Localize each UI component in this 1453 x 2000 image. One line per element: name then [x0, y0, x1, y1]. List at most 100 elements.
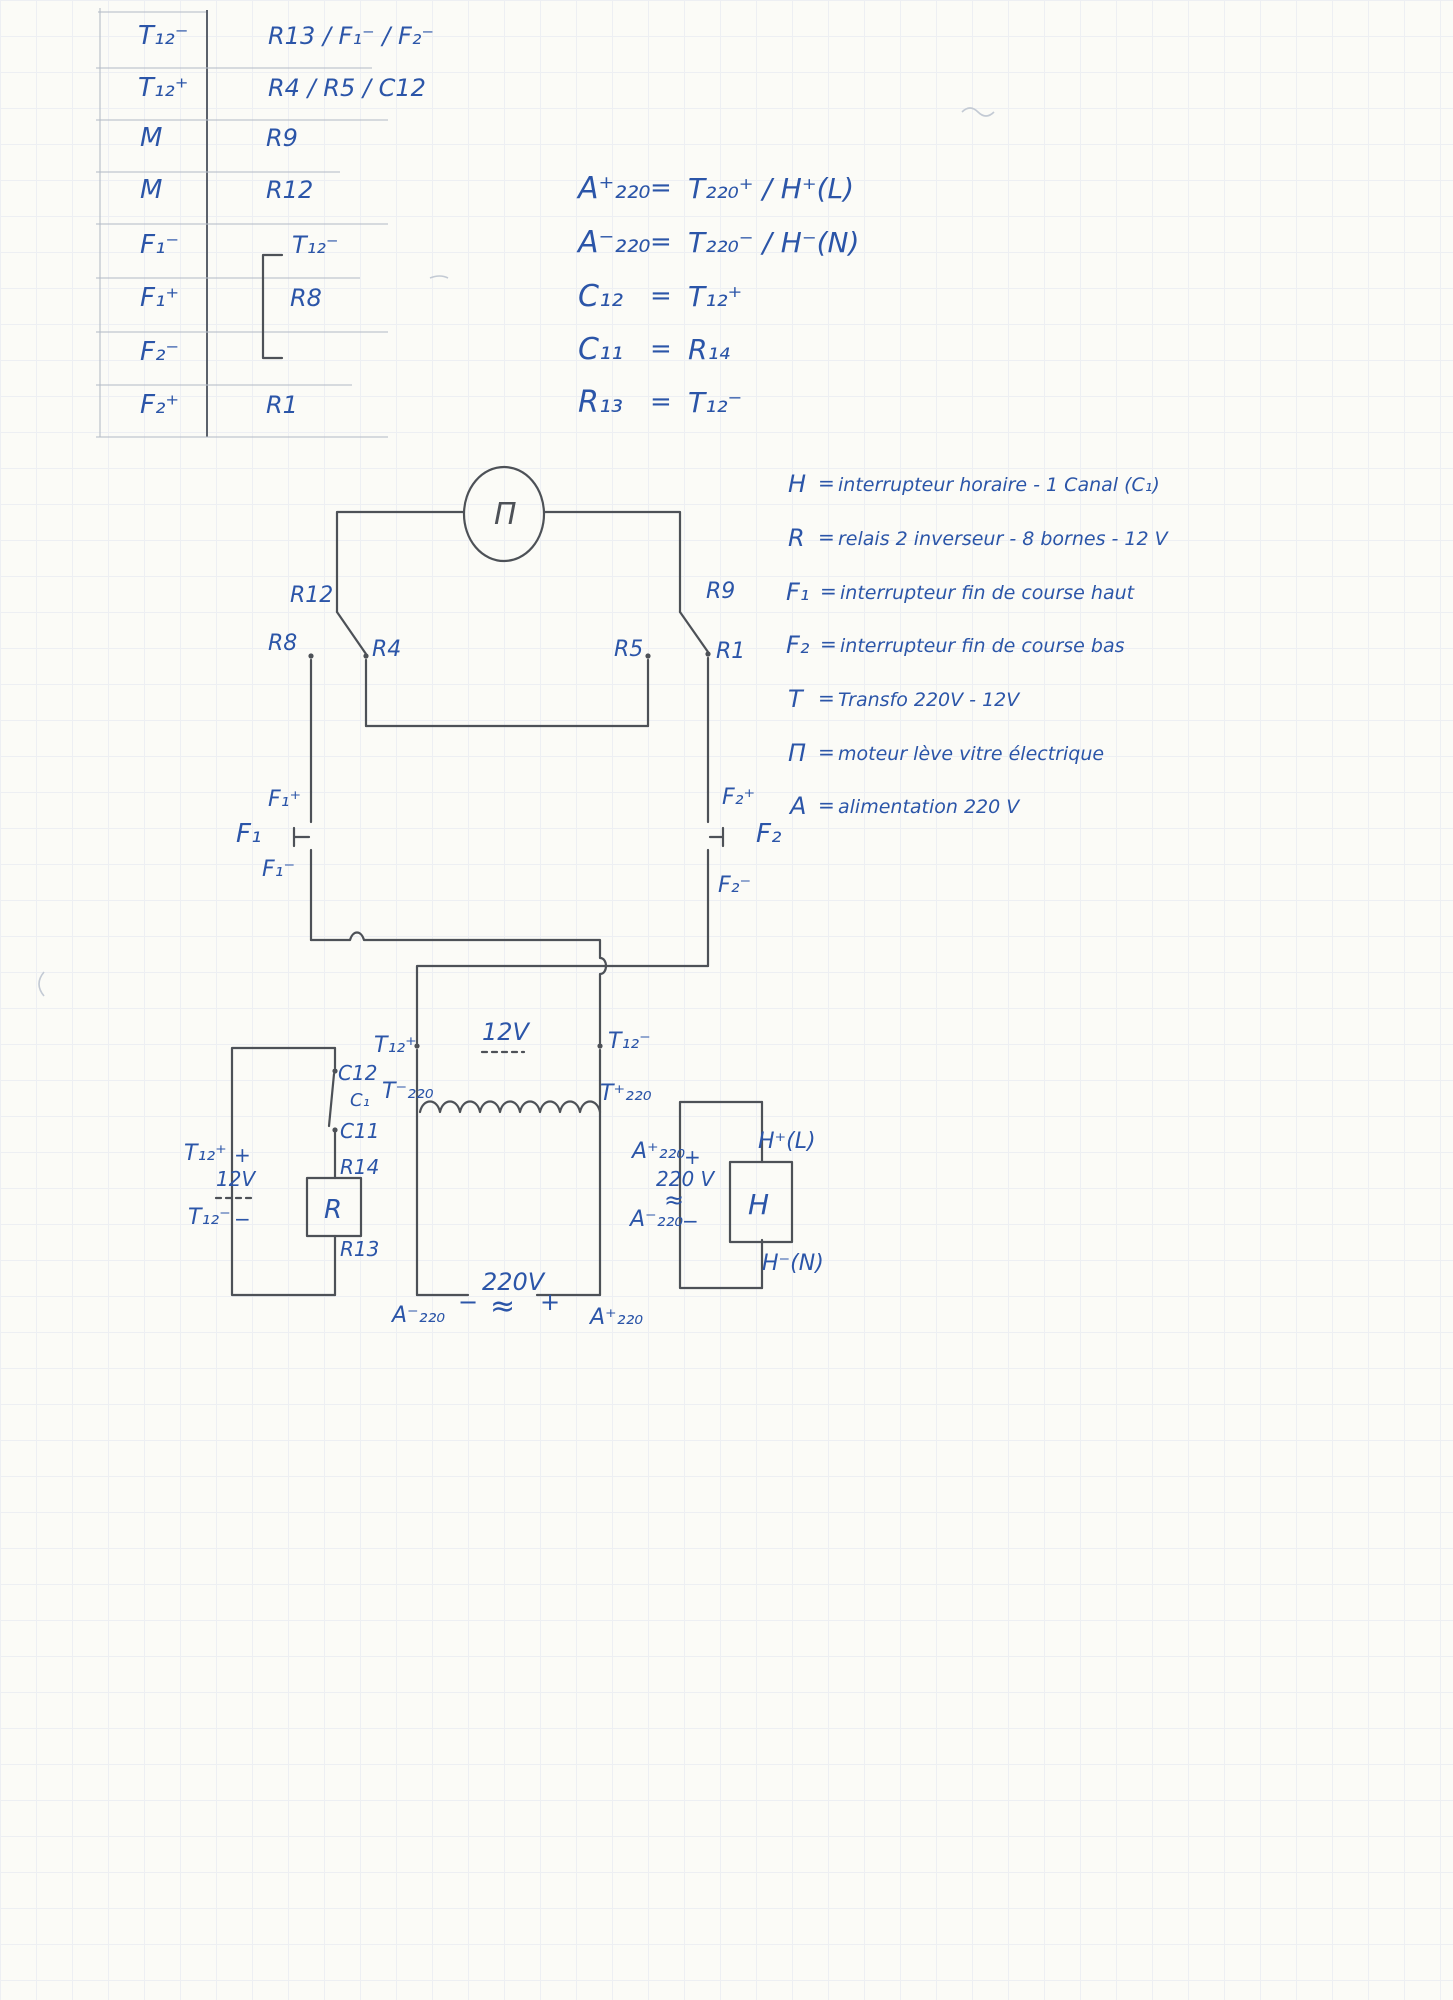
label-h-220v: 220 V [656, 1167, 716, 1191]
minus-sign: − [458, 1288, 478, 1316]
wire-f2-to-t12plus [415, 964, 710, 1045]
equation-lhs: C₁₂ [578, 279, 623, 314]
label-12v: 12V [482, 1018, 531, 1046]
table-row-left: T₁₂⁺ [138, 73, 188, 103]
h-circuit: A⁺₂₂₀ + 220 V ≈ A⁻₂₂₀ − H H⁺(L) H⁻(N) [628, 1100, 824, 1290]
equals-sign: = [818, 471, 835, 495]
h-box [728, 1160, 794, 1244]
table-row-left: F₂⁻ [140, 337, 179, 367]
table-row-right: R12 [266, 176, 313, 204]
equals-sign: = [650, 334, 672, 364]
switch-f2-bar [708, 826, 725, 848]
legend-text: interrupteur fin de course bas [840, 635, 1125, 657]
relay-circuit: C12 C₁ C11 R14 R R13 T₁₂⁺ + 12V T₁₂⁻ − [184, 1046, 379, 1297]
equation-rhs: T₁₂⁻ [688, 386, 742, 419]
equals-sign: = [818, 793, 835, 817]
label-f2-plus: F₂⁺ [722, 785, 755, 810]
node-r5 [645, 653, 651, 659]
table-row-right: T₁₂⁻ [292, 231, 339, 259]
plus-sign: + [684, 1145, 701, 1169]
plus-sign: + [234, 1143, 251, 1167]
equals-sign: = [650, 281, 672, 311]
label-h-plus-l: H⁺(L) [758, 1129, 816, 1154]
h-loop [678, 1100, 764, 1290]
reference-table: T₁₂⁻ T₁₂⁺ M M F₁⁻ F₁⁺ F₂⁻ F₂⁺ R13 / F₁⁻ … [96, 8, 434, 438]
table-row-right: R13 / F₁⁻ / F₂⁻ [268, 22, 434, 50]
legend-symbol: H [788, 470, 806, 498]
equals-sign: = [650, 173, 672, 203]
table-row-right: R8 [290, 284, 322, 312]
equals-sign: = [820, 579, 837, 603]
label-c11: C11 [340, 1119, 379, 1143]
relay-loop [230, 1046, 337, 1297]
equation-rhs: T₂₂₀⁺ / H⁺(L) [688, 172, 854, 205]
legend-text: Transfo 220V - 12V [838, 689, 1021, 711]
legend-text: moteur lève vitre électrique [838, 743, 1104, 765]
legend-symbol: Π [788, 739, 806, 767]
equation-lhs: R₁₃ [578, 385, 623, 420]
label-220v: 220V [482, 1268, 546, 1296]
legend-symbol: F₂ [786, 631, 810, 659]
label-h-a220-plus: A⁺₂₂₀ [630, 1139, 685, 1164]
table-row-left: F₂⁺ [140, 390, 179, 420]
plus-sign: + [540, 1288, 560, 1316]
equation-rhs: T₁₂⁺ [688, 280, 742, 313]
legend: H = interrupteur horaire - 1 Canal (C₁) … [786, 470, 1170, 820]
equations: A⁺₂₂₀ = T₂₂₀⁺ / H⁺(L) A⁻₂₂₀ = T₂₂₀⁻ / H⁻… [576, 171, 859, 420]
table-row-left: M [140, 175, 162, 205]
label-t220-plus: T⁺₂₂₀ [600, 1081, 652, 1106]
label-h-minus-n: H⁻(N) [762, 1251, 824, 1276]
equals-sign: = [650, 387, 672, 417]
label-h-a220-minus: A⁻₂₂₀ [628, 1207, 683, 1232]
switch-f1-bar [292, 826, 311, 848]
label-r5: R5 [614, 637, 643, 662]
label-c12: C12 [338, 1061, 377, 1085]
contact-r9-arm [678, 610, 710, 654]
equals-sign: = [820, 632, 837, 656]
label-relay-t12-minus: T₁₂⁻ [188, 1205, 231, 1230]
wire-left-top [335, 510, 466, 614]
label-r4: R4 [372, 637, 401, 662]
equals-sign: = [818, 686, 835, 710]
label-r8: R8 [268, 631, 297, 656]
table-row-right: R4 / R5 / C12 [268, 74, 426, 102]
wire-right-top [542, 510, 682, 614]
equals-sign: = [818, 525, 835, 549]
table-row-left: M [140, 123, 162, 153]
terminal-t12-plus [414, 1043, 420, 1049]
legend-text: interrupteur fin de course haut [840, 582, 1136, 604]
h-box-letter: H [748, 1188, 769, 1221]
legend-text: relais 2 inverseur - 8 bornes - 12 V [838, 528, 1170, 550]
table-row-left: T₁₂⁻ [138, 21, 188, 51]
contact-r12-arm [335, 610, 368, 656]
label-f2-minus: F₂⁻ [718, 873, 751, 898]
equals-sign: = [650, 227, 672, 257]
label-t220-minus: T⁻₂₂₀ [382, 1079, 434, 1104]
table-row-left: F₁⁻ [140, 230, 179, 260]
label-t12-plus: T₁₂⁺ [374, 1033, 417, 1058]
table-grid-lines [96, 8, 388, 438]
label-f1: F₁ [236, 819, 261, 849]
ac-symbol: ≈ [664, 1186, 684, 1214]
equation-rhs: T₂₂₀⁻ / H⁻(N) [688, 226, 859, 259]
equals-sign: = [818, 740, 835, 764]
node-r4 [363, 653, 369, 659]
label-relay-t12-plus: T₁₂⁺ [184, 1141, 227, 1166]
motor-circle [462, 465, 546, 563]
table-group-bracket [261, 253, 284, 360]
label-r1: R1 [716, 639, 745, 664]
table-row-left: F₁⁺ [140, 283, 179, 313]
legend-symbol: F₁ [786, 578, 809, 606]
label-f1-minus: F₁⁻ [262, 857, 295, 882]
label-r12: R12 [290, 583, 333, 608]
label-f2: F₂ [756, 819, 781, 849]
relay-box-letter: R [324, 1195, 342, 1225]
legend-symbol: T [788, 685, 805, 713]
label-r9: R9 [706, 579, 735, 604]
label-relay-12v: 12V [216, 1167, 256, 1191]
table-row-right: R9 [266, 124, 298, 152]
legend-symbol: A [788, 792, 806, 820]
equation-lhs: C₁₁ [578, 332, 623, 367]
